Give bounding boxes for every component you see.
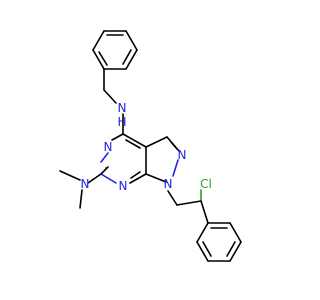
atom-n-dimethylamino: N	[81, 177, 90, 191]
dimethylamino-group	[59, 170, 102, 209]
atom-n-pyrimidine-1: N	[119, 179, 128, 193]
pyrimidine-ring	[100, 133, 147, 184]
atom-chlorine: Cl	[200, 177, 212, 191]
pyrazole-ring	[145, 136, 180, 183]
benzyl-methylene	[103, 68, 117, 104]
atom-n-pyrazole-2: N	[178, 148, 187, 162]
benzyl-phenyl-ring	[92, 30, 138, 70]
atom-h-benzylamino: H	[117, 115, 126, 129]
atom-n-pyrimidine-3: N	[104, 140, 113, 154]
atom-n-benzylamino: N	[118, 101, 127, 115]
chloro-phenyl-ring	[196, 222, 242, 262]
molecule-diagram: N H N N N N N Cl	[59, 30, 242, 262]
chloro-phenylethyl-chain	[167, 189, 209, 224]
atom-n-pyrazole-1: N	[164, 177, 173, 191]
